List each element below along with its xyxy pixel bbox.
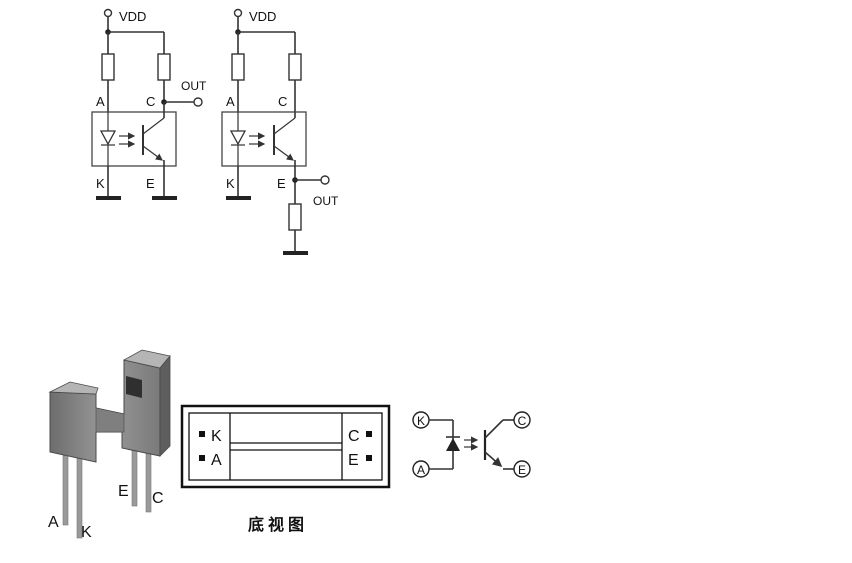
resistor-icon — [288, 53, 302, 81]
led-icon — [229, 130, 247, 146]
bottom-view-caption: 底视图 — [248, 515, 308, 534]
pin-e-label: E — [277, 176, 286, 191]
vdd-terminal-icon — [103, 8, 113, 18]
vdd-label: VDD — [119, 9, 146, 24]
symbol-pin-c-label: C — [518, 414, 527, 428]
vdd-label: VDD — [249, 9, 276, 24]
package-3d-view: A K E C — [48, 349, 171, 541]
resistor-icon — [288, 203, 302, 231]
bottom-pin-e-label: E — [348, 452, 359, 469]
package-pin-a-label: A — [48, 514, 59, 531]
symbol-pin-e-label: E — [518, 463, 526, 477]
package-pin-k-label: K — [81, 524, 92, 541]
symbol-pin-a-label: A — [417, 463, 425, 477]
optocoupler-box — [91, 111, 177, 167]
out-label: OUT — [181, 79, 207, 93]
resistor-icon — [101, 53, 115, 81]
bottom-view: K A C E 底视图 — [180, 404, 391, 534]
vdd-terminal-icon — [233, 8, 243, 18]
symbol-terminal-icon — [513, 411, 531, 429]
pin-a-label: A — [226, 94, 235, 109]
pin-k-label: K — [96, 176, 105, 191]
pin-e-label: E — [146, 176, 155, 191]
symbol-terminal-icon — [513, 460, 531, 478]
led-icon — [446, 438, 460, 451]
led-icon — [99, 130, 117, 146]
out-terminal-icon — [320, 175, 330, 185]
circuit-common-emitter: VDD OUT A C K E — [91, 8, 207, 200]
symbol-pin-k-label: K — [417, 414, 425, 428]
pin-a-label: A — [96, 94, 105, 109]
pin-square-icon — [199, 431, 205, 437]
pin-square-icon — [199, 455, 205, 461]
circuit-emitter-follower: VDD A C K E OUT — [221, 8, 339, 255]
out-terminal-icon — [193, 97, 203, 107]
bottom-pin-k-label: K — [211, 428, 222, 445]
resistor-icon — [157, 53, 171, 81]
out-label: OUT — [313, 194, 339, 208]
optocoupler-symbol: K A C E — [412, 411, 531, 478]
optocoupler-box — [221, 111, 307, 167]
pin-square-icon — [366, 431, 372, 437]
package-pin-e-label: E — [118, 483, 129, 500]
bottom-pin-a-label: A — [211, 452, 222, 469]
bottom-pin-c-label: C — [348, 428, 360, 445]
resistor-icon — [231, 53, 245, 81]
package-pin-c-label: C — [152, 490, 164, 507]
pin-square-icon — [366, 455, 372, 461]
pin-k-label: K — [226, 176, 235, 191]
pin-c-label: C — [146, 94, 155, 109]
pin-c-label: C — [278, 94, 287, 109]
